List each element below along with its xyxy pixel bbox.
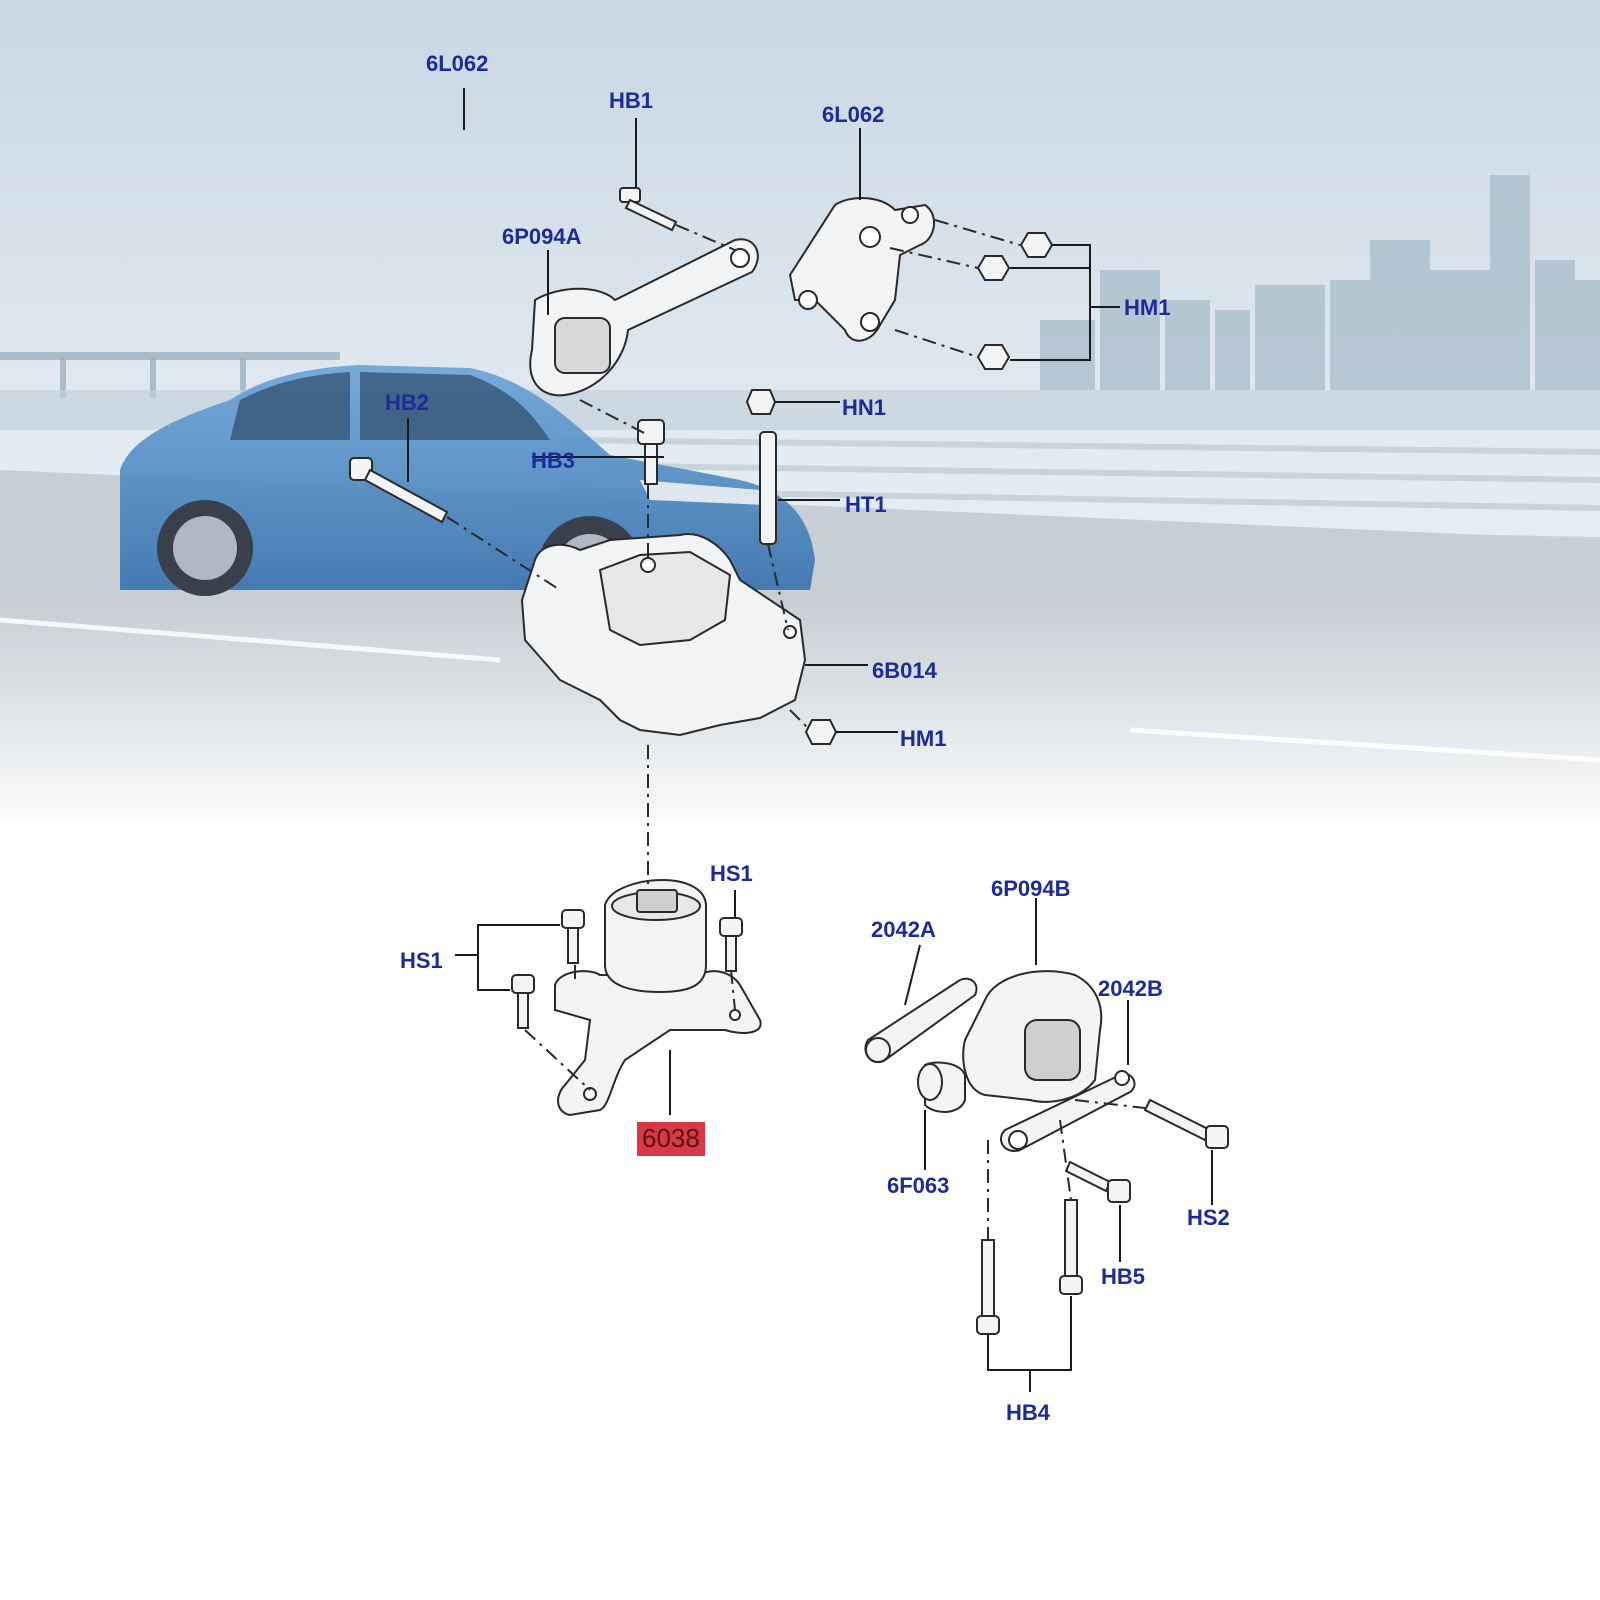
label-ht1: HT1 [845, 492, 887, 517]
label-6p094b: 6P094B [991, 876, 1071, 901]
ht1-stud [759, 431, 777, 545]
label-hb4: HB4 [1006, 1400, 1051, 1425]
label-hs1-left: HS1 [400, 948, 443, 973]
hb2-bolt [349, 457, 449, 524]
label-hn1: HN1 [842, 395, 887, 420]
highlighted-part-6038: 6038 [637, 1122, 705, 1156]
hb1-bolt [619, 187, 678, 232]
hs2-bolt [1143, 1098, 1229, 1149]
label-hm1-lower: HM1 [900, 726, 947, 751]
engine-mount-6038 [554, 878, 762, 1117]
label-hb1: HB1 [609, 88, 654, 113]
label-hb5: HB5 [1101, 1264, 1146, 1289]
assembly-lines [446, 219, 1146, 1240]
torque-rod-6p094a [529, 238, 759, 397]
white-area [0, 830, 1600, 1600]
hb5-bolt [1064, 1160, 1131, 1203]
hs1-bolts [511, 909, 743, 1029]
label-6l062-top: 6L062 [426, 51, 489, 76]
hb4-bolts [976, 1199, 1083, 1335]
label-6b014: 6B014 [872, 658, 937, 683]
hm1-nuts-top [976, 232, 1054, 370]
label-6p094a: 6P094A [502, 224, 582, 249]
leader-lines [407, 88, 1213, 1392]
line-art [349, 187, 1229, 1335]
label-hs1-right: HS1 [710, 861, 753, 886]
bracket-6b014 [520, 533, 807, 737]
bridge-deck [0, 352, 340, 360]
transmission-mount-6p094b [864, 970, 1136, 1152]
label-hb3: HB3 [531, 448, 576, 473]
hm1-nut-lower [804, 719, 838, 745]
bracket-6l062 [788, 197, 935, 342]
label-hb2: HB2 [385, 390, 430, 415]
label-2042a: 2042A [871, 917, 936, 942]
label-6l062-bracket: 6L062 [822, 102, 885, 127]
label-hs2: HS2 [1187, 1205, 1230, 1230]
hb3-bolt [637, 419, 665, 485]
label-hm1-top: HM1 [1124, 295, 1171, 320]
hn1-nut [745, 389, 777, 415]
city-skyline [1040, 175, 1600, 390]
label-2042b: 2042B [1098, 976, 1163, 1001]
label-6f063: 6F063 [887, 1173, 950, 1198]
bridge-pillars [60, 358, 246, 398]
